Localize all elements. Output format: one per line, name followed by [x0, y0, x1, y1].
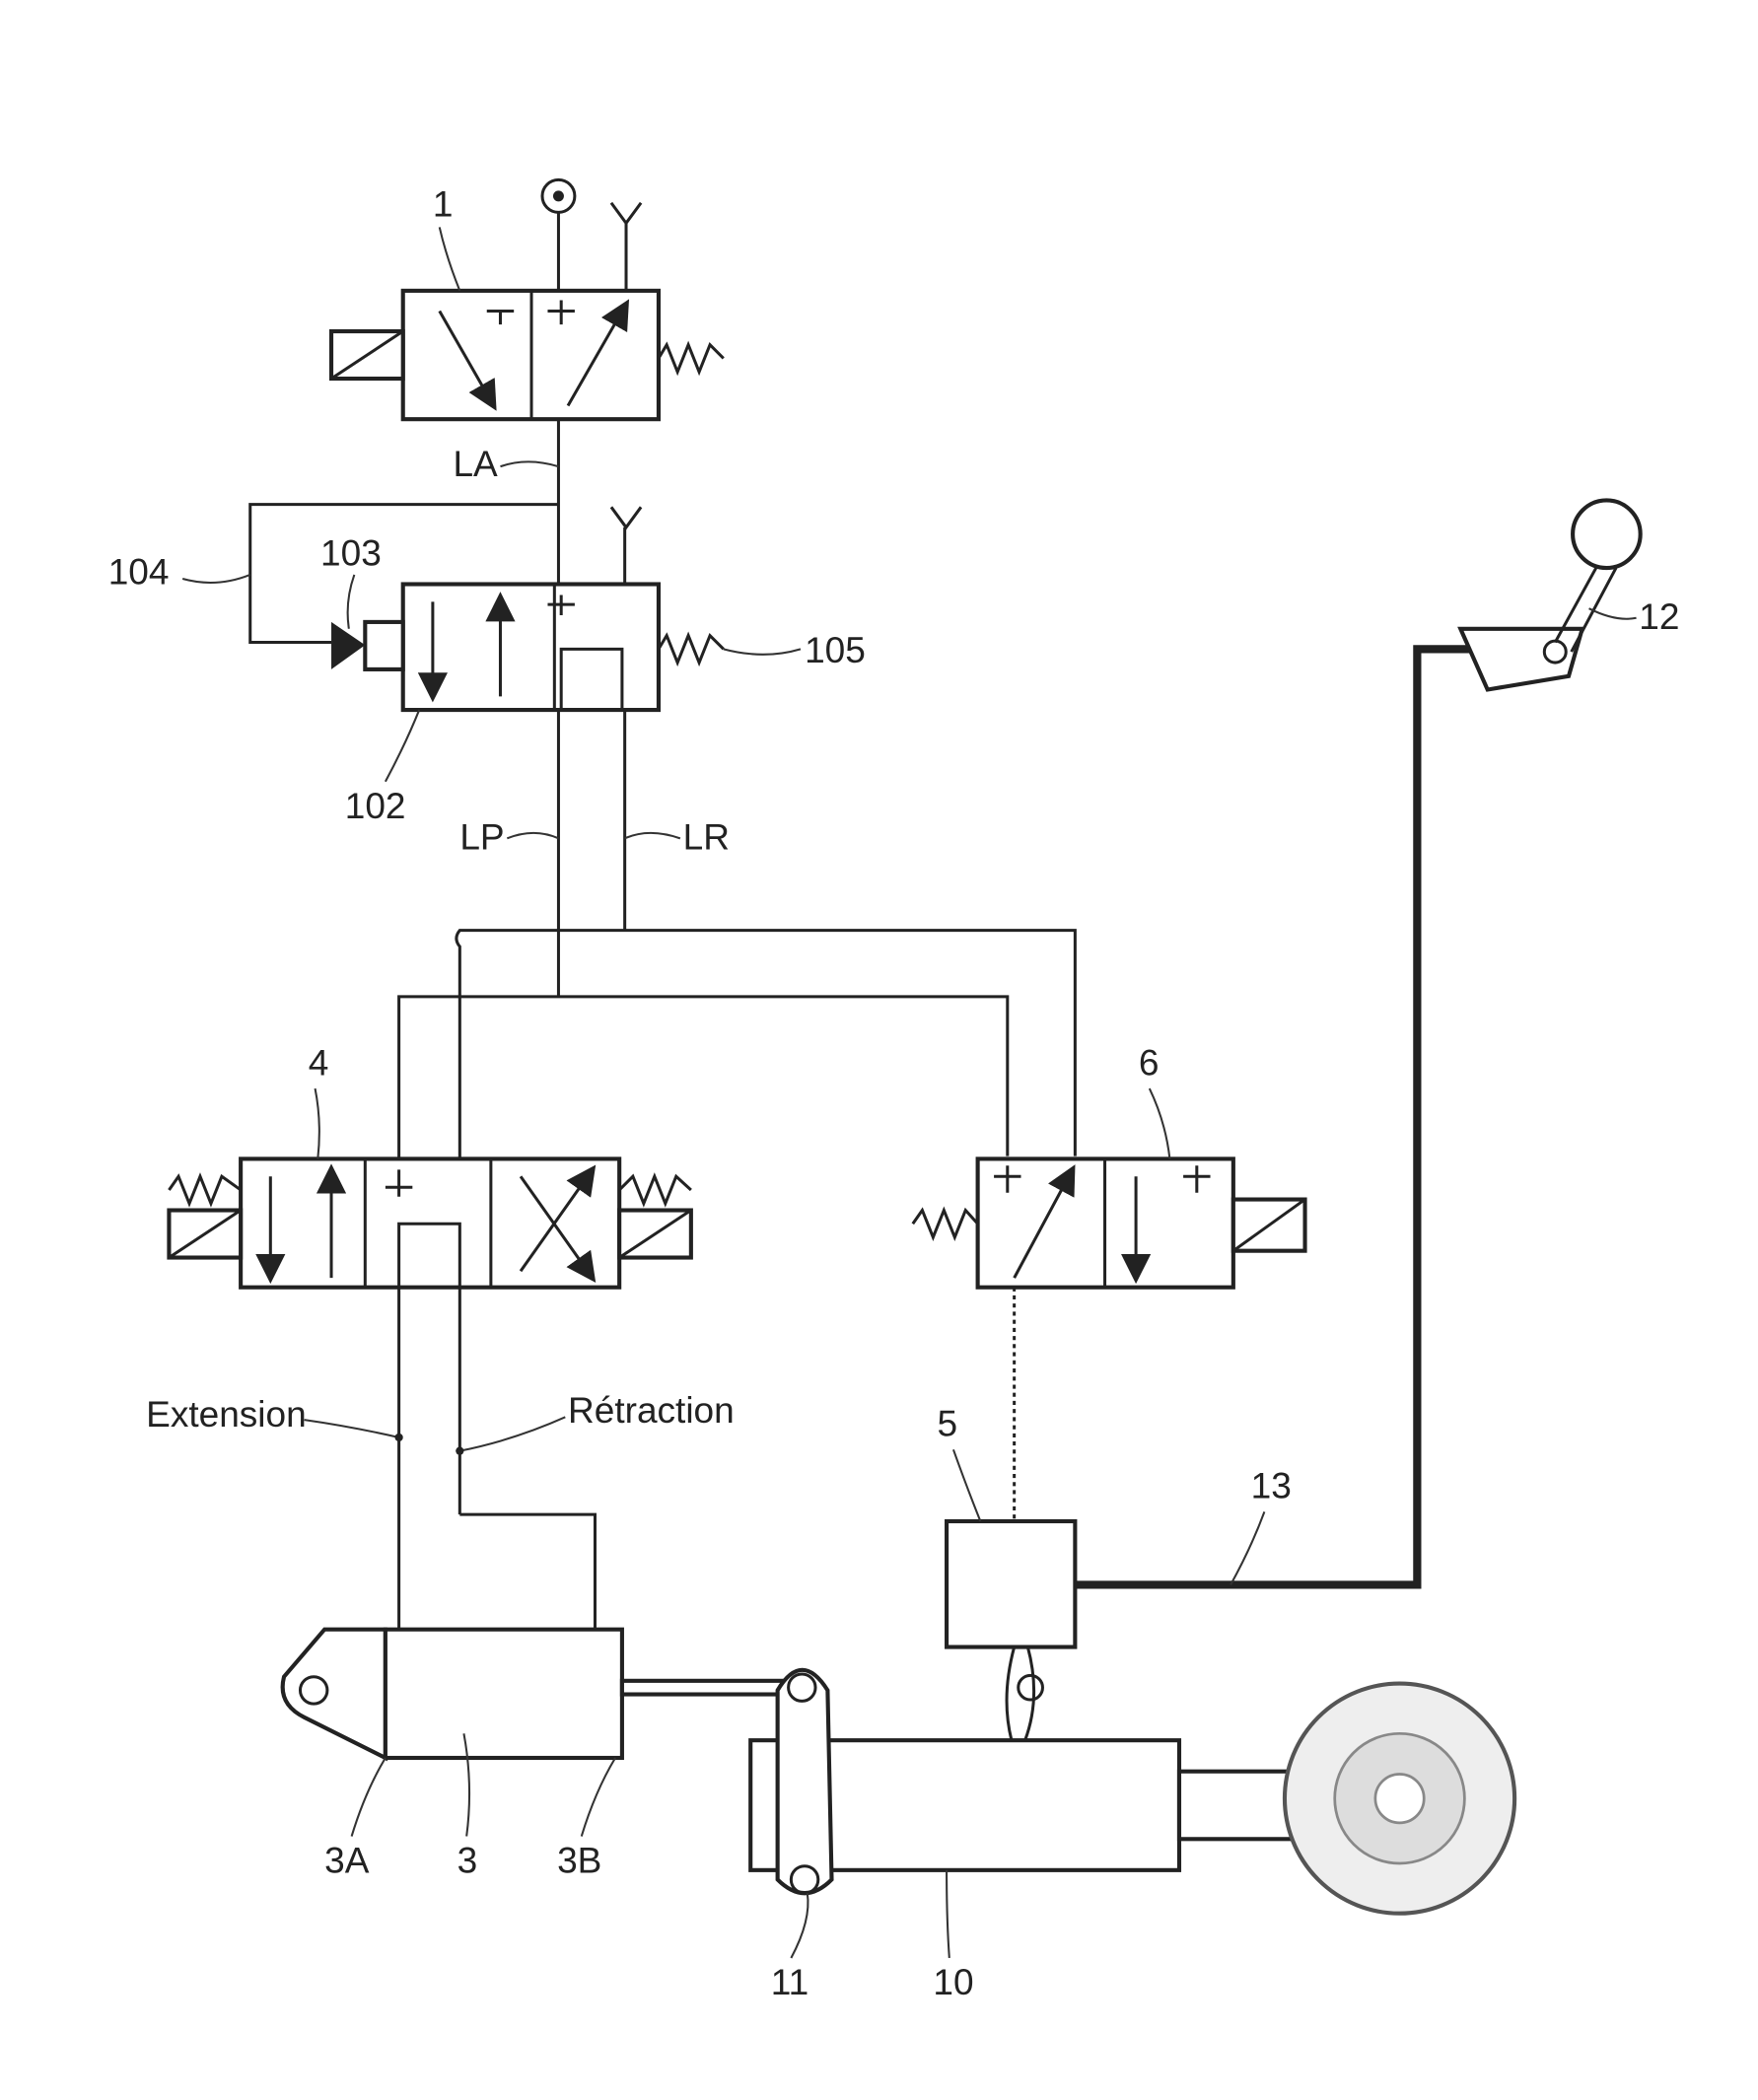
valve-4 — [167, 1156, 693, 1290]
link-11 — [775, 1667, 834, 1896]
label-11: 11 — [771, 1961, 809, 2002]
label-3: 3 — [457, 1840, 478, 1881]
label-5: 5 — [937, 1403, 957, 1444]
pilot-piston-icon — [363, 619, 405, 671]
pilot-line-104 — [248, 503, 559, 644]
label-6: 6 — [1139, 1041, 1160, 1083]
spring-icon — [657, 340, 725, 377]
spring-icon — [168, 1172, 243, 1208]
pressure-line — [397, 995, 1010, 1630]
exhaust-icon — [609, 506, 643, 530]
label-102: 102 — [345, 785, 406, 826]
label-13: 13 — [1251, 1465, 1292, 1506]
exhaust-icon — [609, 201, 643, 291]
pilot-triangle-icon — [331, 621, 366, 669]
spring-icon — [657, 631, 725, 667]
label-103: 103 — [320, 531, 382, 573]
component-5 — [945, 1518, 1078, 1649]
label-12: 12 — [1639, 595, 1679, 637]
label-la: LA — [453, 443, 498, 484]
wheel-icon — [1282, 1681, 1517, 1916]
label-3b: 3B — [557, 1840, 601, 1881]
label-1: 1 — [433, 182, 454, 224]
lever-12 — [1457, 498, 1643, 692]
valve-102 — [331, 582, 725, 713]
cable-13 — [1075, 645, 1488, 1589]
label-lp: LP — [459, 815, 504, 857]
valve-1 — [328, 177, 725, 422]
label-10: 10 — [933, 1961, 973, 2002]
label-lr: LR — [683, 815, 730, 857]
label-3a: 3A — [324, 1840, 370, 1881]
spring-icon — [911, 1206, 979, 1242]
label-4: 4 — [309, 1041, 329, 1083]
return-line — [455, 929, 1077, 1515]
label-104: 104 — [108, 551, 170, 593]
label-105: 105 — [805, 629, 866, 670]
label-retraction: Rétraction — [568, 1389, 735, 1431]
spring-icon — [618, 1172, 692, 1208]
valve-6 — [911, 1156, 1307, 1290]
cylinder-3 — [280, 1627, 808, 1762]
label-extension: Extension — [146, 1393, 307, 1435]
